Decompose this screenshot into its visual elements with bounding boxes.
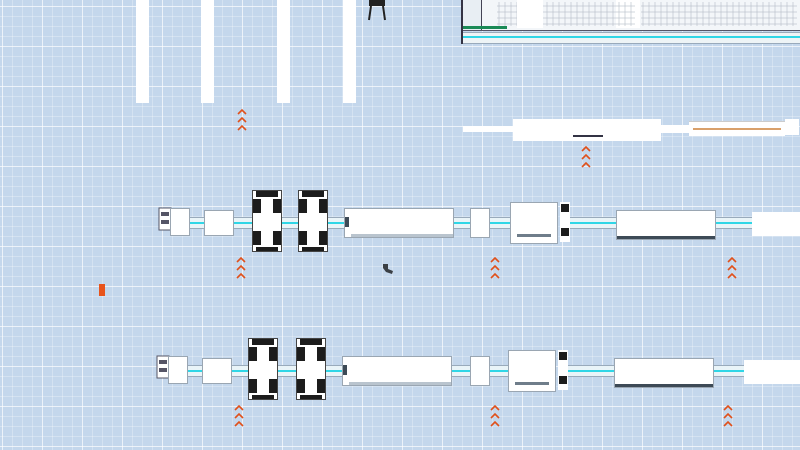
buffer-unit[interactable] xyxy=(470,356,490,386)
conveyor-segment[interactable] xyxy=(714,365,744,377)
rack-post xyxy=(461,0,463,44)
line-inlet xyxy=(463,126,513,132)
conveyor-segment[interactable] xyxy=(188,365,202,377)
conveyor-segment[interactable] xyxy=(452,365,470,377)
triple-chevron-up-icon xyxy=(237,108,247,131)
triple-chevron-up-icon xyxy=(581,145,591,168)
robot-cell-icon[interactable] xyxy=(298,190,328,252)
line-body xyxy=(513,119,661,141)
triple-chevron-up-icon xyxy=(723,404,733,427)
loader-unit[interactable] xyxy=(170,208,190,236)
conveyor-segment[interactable] xyxy=(278,365,296,377)
curing-oven[interactable] xyxy=(614,358,714,388)
feeder-unit[interactable] xyxy=(204,210,234,236)
conveyor-segment[interactable] xyxy=(454,217,470,229)
wall-pillar xyxy=(136,0,149,103)
line-marking xyxy=(573,135,603,137)
conveyor-segment[interactable] xyxy=(716,217,752,229)
triple-chevron-up-icon xyxy=(234,404,244,427)
feeder-unit[interactable] xyxy=(202,358,232,384)
unloader-unit[interactable] xyxy=(752,212,800,236)
conveyor-segment[interactable] xyxy=(234,217,252,229)
triple-chevron-up-icon xyxy=(490,404,500,427)
rack-grid xyxy=(497,2,797,26)
robot-cell-icon[interactable] xyxy=(252,190,282,252)
line-outlet xyxy=(689,121,785,136)
side-panel xyxy=(560,202,570,242)
display-stand-icon[interactable] xyxy=(366,0,388,22)
rack-panel xyxy=(517,0,543,28)
wall-pillar xyxy=(343,0,356,103)
conveyor-segment[interactable] xyxy=(190,217,204,229)
curing-oven[interactable] xyxy=(616,210,716,240)
rack-end-cap xyxy=(461,0,482,30)
conveyor-segment[interactable] xyxy=(568,365,614,377)
conveyor-segment[interactable] xyxy=(490,217,510,229)
upper-line[interactable] xyxy=(463,119,800,143)
conveyor-segment[interactable] xyxy=(232,365,248,377)
conveyor-segment[interactable] xyxy=(570,217,616,229)
line-end xyxy=(785,119,799,135)
side-panel xyxy=(558,350,568,390)
production-line-2[interactable] xyxy=(154,338,800,404)
triple-chevron-up-icon xyxy=(236,256,246,279)
orange-marker-icon[interactable] xyxy=(98,283,106,297)
top-machine-rack[interactable] xyxy=(461,0,800,31)
conveyor-segment[interactable] xyxy=(328,217,344,229)
rack-status-strip xyxy=(461,26,507,29)
loader-unit[interactable] xyxy=(168,356,188,384)
unloader-unit[interactable] xyxy=(744,360,800,384)
robot-cell-icon[interactable] xyxy=(296,338,326,400)
line-link xyxy=(661,125,689,133)
process-chamber[interactable] xyxy=(342,356,452,386)
conveyor-segment[interactable] xyxy=(282,217,298,229)
triple-chevron-up-icon xyxy=(490,256,500,279)
conveyor-segment[interactable] xyxy=(490,365,508,377)
wall-pillar xyxy=(201,0,214,103)
inspection-unit[interactable] xyxy=(510,202,558,244)
view-cursor-icon[interactable] xyxy=(380,262,396,276)
triple-chevron-up-icon xyxy=(727,256,737,279)
production-line-1[interactable] xyxy=(156,190,800,256)
robot-cell-icon[interactable] xyxy=(248,338,278,400)
buffer-unit[interactable] xyxy=(470,208,490,238)
wall-pillar xyxy=(277,0,290,103)
inspection-unit[interactable] xyxy=(508,350,556,392)
top-conveyor[interactable] xyxy=(461,32,800,44)
conveyor-segment[interactable] xyxy=(326,365,342,377)
process-chamber[interactable] xyxy=(344,208,454,238)
